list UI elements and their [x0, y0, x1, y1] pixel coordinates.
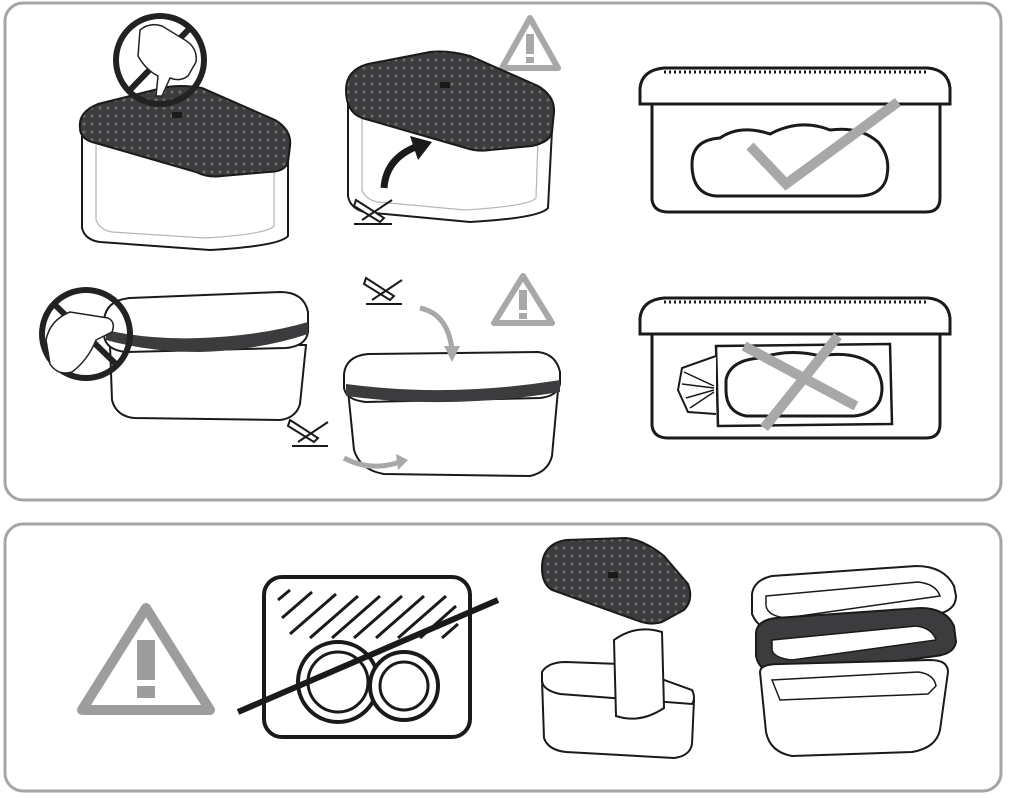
care-instructions-panel — [3, 522, 1003, 793]
no-dishwasher-step — [236, 575, 500, 739]
lid-removal-warning-step — [344, 15, 561, 225]
stacking-parts-step — [751, 564, 958, 758]
usage-instructions-panel — [3, 1, 1003, 502]
hand-pinch-icon — [45, 311, 115, 374]
care-warning-step — [77, 603, 215, 715]
wrapped-bread-not-ok-step — [638, 296, 952, 440]
curved-arrow-icon — [380, 142, 420, 189]
cross-icon — [741, 332, 859, 432]
lid-icon — [78, 85, 292, 178]
divider-insert-icon — [612, 628, 666, 720]
lid-icon — [638, 296, 952, 336]
gasket-ring-icon — [106, 322, 308, 352]
insert-divider-step — [540, 536, 696, 760]
curved-arrow-icon — [419, 305, 455, 351]
lid-icon — [638, 66, 952, 106]
lid-icon — [344, 50, 556, 152]
lid-icon — [540, 536, 692, 625]
container-base — [108, 344, 308, 422]
lid-closing-warning-step — [286, 273, 561, 478]
container-icon — [758, 658, 950, 758]
gasket-ring-icon — [346, 380, 560, 403]
checkmark-icon — [746, 97, 901, 191]
bread-fits-ok-step — [638, 66, 952, 214]
no-knife-icon — [286, 418, 329, 447]
no-knife-icon — [352, 198, 393, 225]
do-not-pinch-edge-step — [39, 287, 309, 422]
curved-arrow-icon — [342, 455, 401, 469]
hand-press-icon — [137, 23, 198, 97]
do-not-press-lid-step — [78, 13, 292, 252]
no-knife-icon — [362, 276, 403, 305]
container-base — [346, 389, 560, 478]
strike-line-icon — [236, 597, 500, 715]
